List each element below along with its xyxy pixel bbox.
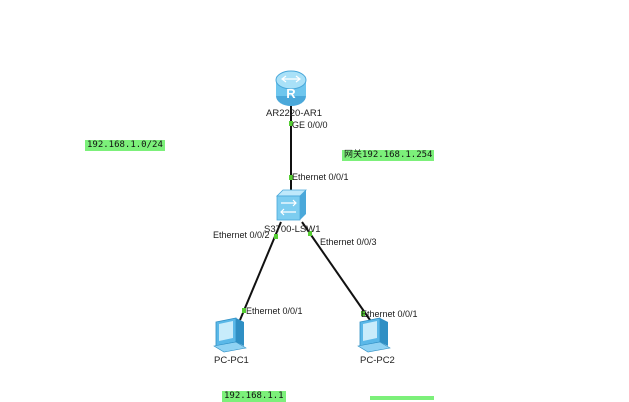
- port-label-switch-pc1: Ethernet 0/0/2: [213, 230, 270, 240]
- port-dot-switch-pc1: [274, 234, 278, 239]
- note-gateway-prefix: 网关: [344, 150, 363, 160]
- port-dot-pc1: [242, 308, 246, 313]
- pc-icon[interactable]: [213, 317, 247, 353]
- note-pc1-ip[interactable]: 192.168.1.1: [222, 391, 286, 402]
- note-gateway[interactable]: 网关192.168.1.254: [342, 150, 435, 161]
- switch-icon[interactable]: [276, 189, 307, 221]
- port-dot-pc2: [361, 311, 365, 316]
- pc-icon[interactable]: [357, 317, 391, 353]
- link-switch-pc2[interactable]: [301, 221, 371, 321]
- port-dot-router-ge: [289, 121, 293, 126]
- router-name: AR2220-AR1: [266, 108, 322, 119]
- port-label-pc2: Ethernet 0/0/1: [361, 309, 418, 319]
- switch-name: S3700-LSW1: [264, 224, 321, 235]
- svg-text:R: R: [286, 86, 296, 101]
- pc1-name: PC-PC1: [214, 355, 249, 366]
- port-label-pc1: Ethernet 0/0/1: [246, 306, 303, 316]
- port-label-switch-up: Ethernet 0/0/1: [292, 172, 349, 182]
- port-label-switch-pc2: Ethernet 0/0/3: [320, 237, 377, 247]
- pc2-name: PC-PC2: [360, 355, 395, 366]
- note-network[interactable]: 192.168.1.0/24: [85, 140, 165, 151]
- port-dot-switch-pc2: [308, 231, 312, 236]
- port-label-router-ge: GE 0/0/0: [292, 120, 328, 130]
- router-icon[interactable]: R: [275, 70, 307, 106]
- note-gateway-ip: 192.168.1.254: [362, 150, 433, 160]
- port-dot-switch-up: [289, 175, 293, 180]
- note-bottom-right-partial: [370, 396, 434, 400]
